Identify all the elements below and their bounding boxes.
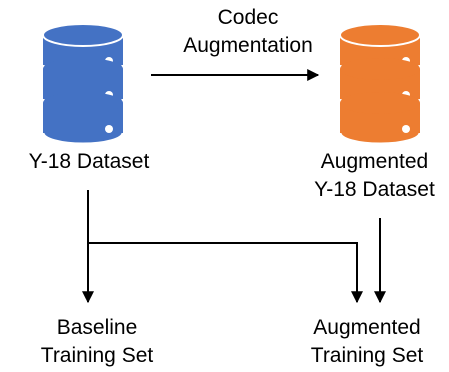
source-database-icon — [41, 23, 125, 146]
augmented-dataset-label-line-2: Y-18 Dataset — [314, 178, 435, 201]
source-dataset-label: Y-18 Dataset — [0, 148, 178, 176]
branch-arrow — [88, 242, 363, 304]
augmented-database-icon — [338, 23, 422, 146]
baseline-training-set-label: Baseline Training Set — [12, 314, 182, 370]
augmented-training-set-line-2: Training Set — [310, 344, 424, 367]
augmentation-label-line-1: Codec — [217, 6, 279, 29]
baseline-training-set-line-1: Baseline — [56, 316, 138, 339]
augmented-training-set-line-1: Augmented — [313, 316, 421, 339]
augmentation-label-line-2: Augmentation — [183, 34, 313, 57]
source-dataset-label-line-1: Y-18 Dataset — [28, 150, 150, 173]
baseline-training-set-line-2: Training Set — [40, 344, 154, 367]
augmentation-label: Codec Augmentation — [163, 4, 333, 60]
augmented-training-set-label: Augmented Training Set — [287, 314, 447, 370]
augmented-dataset-label-line-1: Augmented — [320, 150, 429, 173]
augmented-dataset-label: Augmented Y-18 Dataset — [300, 148, 449, 204]
